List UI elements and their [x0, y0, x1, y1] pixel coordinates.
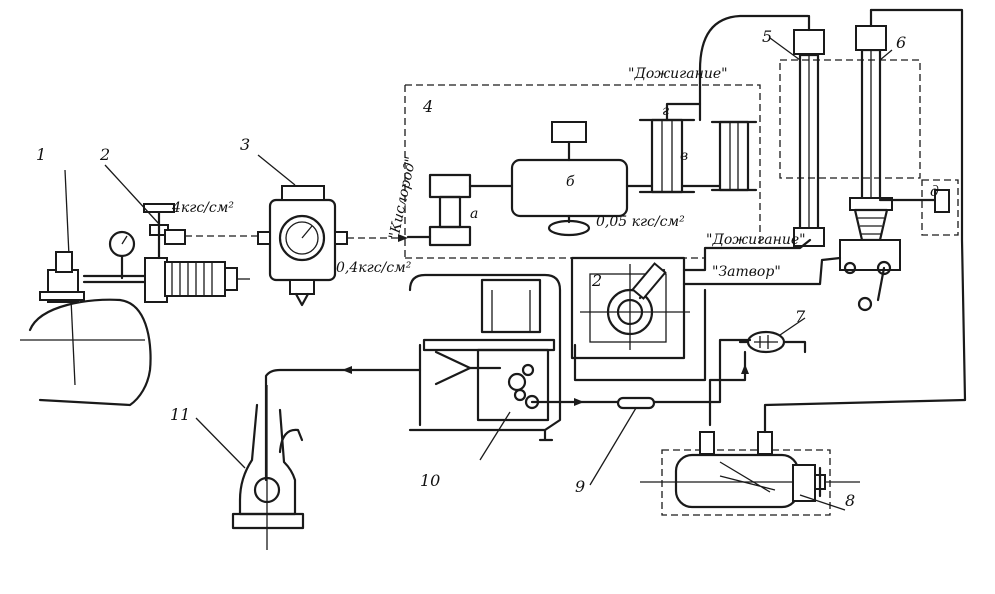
label-11: 11 — [170, 405, 190, 424]
shutter-label: "Затвор" — [712, 264, 781, 280]
letter-v: в — [680, 148, 688, 164]
letter-d: д — [930, 184, 939, 200]
label-3: 3 — [240, 135, 250, 154]
valve-a — [406, 173, 514, 247]
afterburn-mid-label: "Дожигание" — [706, 232, 806, 248]
label-4: 4 — [422, 97, 433, 116]
analyzer-10 — [408, 273, 562, 461]
rotameter-6 — [839, 8, 967, 402]
label-1: 1 — [36, 145, 46, 164]
label-8: 8 — [845, 491, 855, 510]
flowmeter-v — [638, 102, 702, 194]
pressure-005-label: 0,05 кгс/см² — [596, 214, 685, 230]
rotameter-5 — [769, 14, 825, 247]
afterburn-top-label: "Дожигание" — [628, 66, 728, 82]
pipe-shutter — [682, 256, 842, 286]
label-2: 2 — [99, 145, 110, 164]
label-inner-2: 2 — [591, 271, 602, 290]
pipe-afterburn — [682, 238, 812, 272]
block-b — [510, 121, 654, 237]
pressure-4-label: 4кгс/см² — [171, 200, 234, 216]
pressure-04-label: 0,4кгс/см² — [336, 260, 412, 276]
label-10: 10 — [420, 471, 440, 490]
cylinder-1 — [20, 169, 162, 407]
oxygen-label: "Кислород" — [386, 155, 419, 241]
label-5: 5 — [762, 27, 772, 46]
letter-b: б — [566, 174, 575, 190]
label-7: 7 — [795, 307, 806, 326]
reducer-2 — [104, 164, 250, 303]
reducer-3 — [257, 154, 348, 307]
tube-9 — [530, 338, 752, 486]
pump-8 — [640, 398, 967, 516]
flowmeter-7 — [708, 317, 807, 427]
letter-a: а — [470, 206, 478, 222]
letter-g: г — [662, 103, 669, 119]
rotameter-frame — [779, 59, 921, 179]
flask-11 — [195, 366, 422, 550]
label-9: 9 — [575, 477, 585, 496]
pipe-return — [573, 288, 707, 382]
flowmeter-g — [680, 14, 810, 192]
label-6: 6 — [896, 33, 906, 52]
burner-block-2 — [570, 256, 690, 360]
